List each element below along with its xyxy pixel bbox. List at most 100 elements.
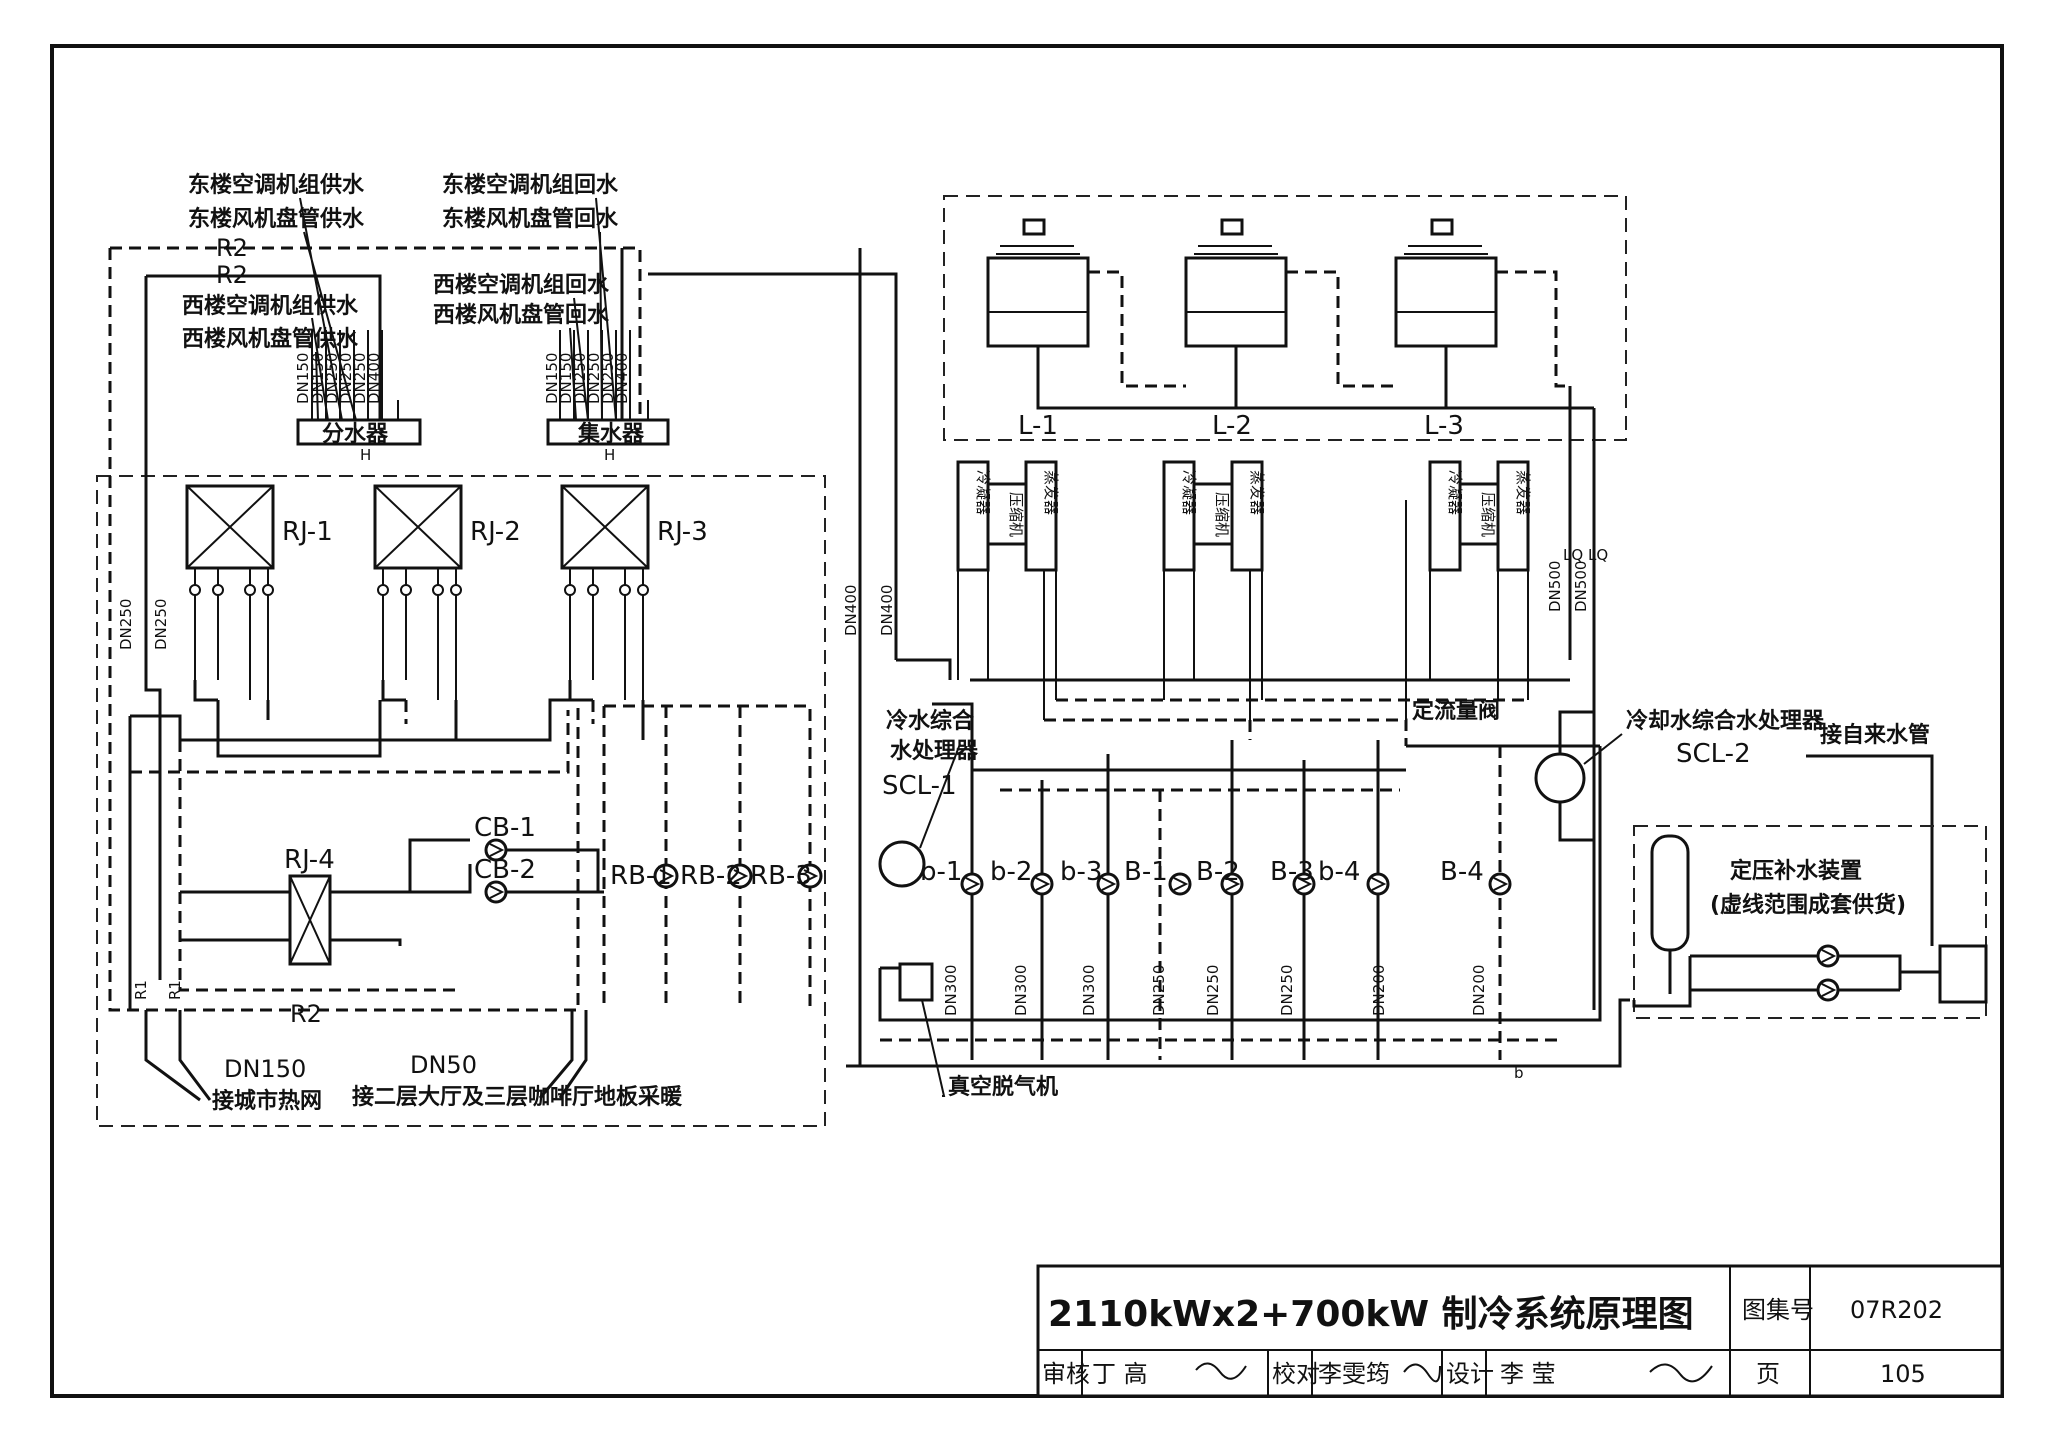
return-branch-pipes [559, 330, 649, 420]
r1-label-1: R1 [132, 980, 150, 1000]
cooling-tower-l-1-label: L-1 [1018, 411, 1058, 441]
left-dn-2: DN250 [152, 599, 170, 650]
designer-signature [1649, 1363, 1713, 1383]
supply-dn-2: DN150 [309, 353, 327, 404]
vacuum-degasser [898, 962, 934, 1002]
title-block: 2110kWx2+700kW 制冷系统原理图 图集号 07R202 审核 丁 高… [1036, 1264, 2004, 1398]
cold-treatment-label-1: 冷水综合 [886, 708, 975, 734]
pump-big-b-4-label: B-4 [1440, 857, 1484, 887]
chiller-3-condenser: 冷凝器 [1446, 470, 1464, 515]
pump-big-b-1-label: B-1 [1124, 857, 1168, 887]
pump-b-2 [1030, 872, 1054, 896]
chiller-1 [956, 460, 1058, 572]
supply-label-3: 西楼空调机组供水 [182, 293, 359, 319]
page-label: 页 [1756, 1360, 1780, 1388]
chiller-3-evaporator: 蒸发器 [1514, 470, 1532, 515]
heat-exchanger-rj-4 [288, 874, 332, 966]
pump-b-4-label: b-4 [1318, 857, 1360, 887]
return-dn-5: DN250 [599, 353, 617, 404]
chiller-1-evaporator: 蒸发器 [1042, 470, 1060, 515]
cooling-section: L-1 L-2 L-3 冷凝器 压缩机 蒸发器 冷凝器 压缩机 蒸发器 冷凝器 [648, 195, 1988, 1100]
supply-dn-1: DN150 [294, 353, 312, 404]
mid-dn-1: DN400 [842, 585, 860, 636]
makeup-expansion-tank [1650, 834, 1690, 952]
chiller-3 [1428, 460, 1530, 572]
pump-big-b-3-label: B-3 [1270, 857, 1314, 887]
chiller-2-compressor: 压缩机 [1213, 492, 1231, 537]
review-label: 审核 [1042, 1360, 1090, 1388]
pump-b-2-label: b-2 [990, 857, 1032, 887]
heat-exchanger-rj-2-label: RJ-2 [470, 517, 521, 547]
pump-big-b-4 [1488, 872, 1512, 896]
circ-pump-cb-1-label: CB-1 [474, 813, 536, 843]
checker-signature [1403, 1363, 1441, 1383]
degasser-label: 真空脱气机 [948, 1074, 1058, 1100]
supply-branch-pipes [311, 330, 399, 420]
heat-exchanger-rj-3 [560, 484, 650, 570]
supply-dn-6: DN400 [365, 353, 383, 404]
heat-pump-rb-3-label: RB-3 [750, 861, 812, 891]
supply-label-2: 东楼风机盘管供水 [188, 206, 365, 232]
cold-water-treatment-scl-1 [878, 840, 926, 888]
exchanger-valves [194, 568, 644, 700]
check-label: 校对 [1272, 1360, 1320, 1388]
heat-pump-rb-1-label: RB-1 [610, 861, 672, 891]
makeup-boundary [1633, 825, 1987, 1019]
pump-dn-4: DN250 [1150, 965, 1168, 1016]
heating-note-1: 接城市热网 [212, 1088, 322, 1114]
supply-label-1: 东楼空调机组供水 [188, 172, 365, 198]
r2-bottom-label: R2 [290, 1000, 322, 1028]
design-label: 设计 [1446, 1360, 1494, 1388]
tap-water-label: 接自来水管 [1820, 722, 1930, 748]
atlas-label: 图集号 [1742, 1296, 1814, 1324]
atlas-number: 07R202 [1850, 1296, 1943, 1324]
mid-dn-2: DN400 [878, 585, 896, 636]
r2-top-label-2: R2 [216, 261, 248, 289]
cooling-tower-l-1 [986, 218, 1090, 348]
pump-dn-7: DN200 [1370, 965, 1388, 1016]
heat-pump-rb-1 [653, 863, 679, 889]
reviewer-signature [1195, 1362, 1247, 1380]
return-header-h: H [604, 446, 615, 464]
heat-exchanger-rj-1 [185, 484, 275, 570]
return-label-3: 西楼空调机组回水 [433, 272, 610, 298]
pump-dn-6: DN250 [1278, 965, 1296, 1016]
r1-label-2: R1 [166, 980, 184, 1000]
cooling-tower-l-2 [1184, 218, 1288, 348]
supply-header-h: H [360, 446, 371, 464]
heat-exchanger-rj-2 [373, 484, 463, 570]
heating-note-2: 接二层大厅及三层咖啡厅地板采暖 [352, 1085, 683, 1110]
cooling-tower-l-2-label: L-2 [1212, 411, 1252, 441]
pump-big-b-3 [1292, 872, 1316, 896]
chiller-1-compressor: 压缩机 [1007, 492, 1025, 537]
chiller-2-evaporator: 蒸发器 [1248, 470, 1266, 515]
drawing-title: 2110kWx2+700kW 制冷系统原理图 [1048, 1294, 1694, 1335]
makeup-pump-1 [1816, 944, 1840, 968]
pump-big-b-2-label: B-2 [1196, 857, 1240, 887]
page-number: 105 [1880, 1360, 1926, 1388]
heat-exchanger-rj-3-label: RJ-3 [657, 517, 708, 547]
pump-b-3 [1096, 872, 1120, 896]
circ-pump-cb-2-label: CB-2 [474, 855, 536, 885]
lq-label-1: LQ [1563, 546, 1583, 564]
cooling-tower-l-3 [1394, 218, 1498, 348]
heating-dn-2: DN50 [410, 1051, 477, 1079]
heat-pump-rb-2 [727, 863, 753, 889]
cooling-water-treatment-scl-2 [1534, 752, 1586, 804]
makeup-water-tank [1938, 944, 1988, 1004]
circ-pump-cb-2 [484, 880, 508, 904]
supply-dn-3: DN250 [323, 353, 341, 404]
reviewer-name: 丁 高 [1092, 1360, 1148, 1388]
heating-boundary [96, 475, 826, 1127]
cooling-tower-boundary [943, 195, 1627, 441]
makeup-note: (虚线范围成套供货) [1710, 892, 1906, 918]
heat-exchanger-rj-4-label: RJ-4 [284, 845, 335, 875]
heat-pump-rb-3 [797, 863, 823, 889]
pump-dn-3: DN300 [1080, 965, 1098, 1016]
heat-pump-rb-2-label: RB-2 [680, 861, 742, 891]
supply-dn-4: DN250 [337, 353, 355, 404]
chiller-1-condenser: 冷凝器 [974, 470, 992, 515]
heat-exchanger-rj-1-label: RJ-1 [282, 517, 333, 547]
return-label-4: 西楼风机盘管回水 [433, 302, 610, 328]
